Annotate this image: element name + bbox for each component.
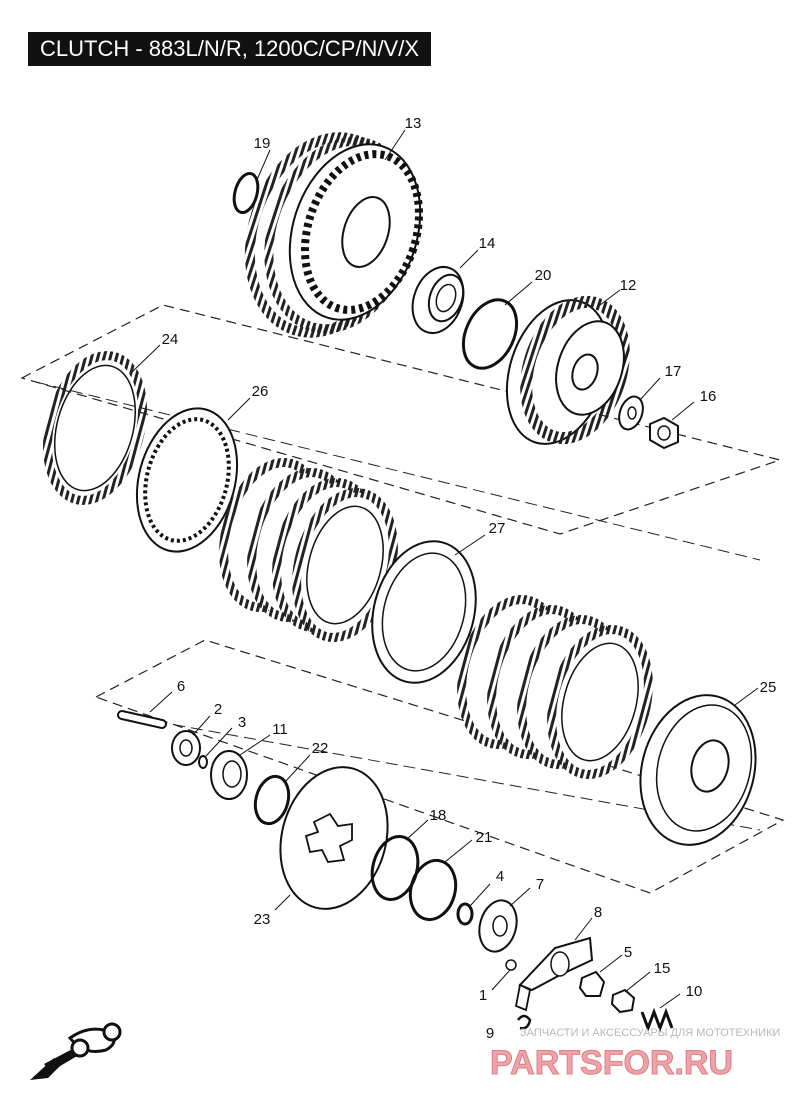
callout-26: 26	[252, 383, 269, 400]
callout-18: 18	[430, 807, 447, 824]
part-21-ring	[408, 858, 458, 922]
callout-20: 20	[535, 267, 552, 284]
center-axis-line	[35, 381, 761, 561]
part-26-steel-plate	[135, 407, 239, 553]
callout-11: 11	[272, 721, 288, 738]
leader-lines	[131, 129, 759, 1009]
callout-9: 9	[486, 1025, 494, 1042]
callout-16: 16	[700, 388, 717, 405]
part-14-bearing	[411, 266, 465, 334]
callout-23: 23	[254, 911, 271, 928]
callout-2: 2	[214, 701, 222, 718]
callout-6: 6	[177, 678, 185, 695]
part-15-nut	[610, 988, 636, 1014]
callout-14: 14	[479, 235, 496, 252]
part-17-washer	[618, 395, 644, 431]
part-2-release-bearing	[171, 730, 201, 766]
callout-labels: 19 13 14 20 12 17 16 24 26 27 6 2 3 11 2…	[162, 115, 777, 1042]
part-13-clutch-shell	[244, 132, 423, 338]
plate-stack-lower	[457, 595, 653, 779]
callout-1: 1	[479, 987, 487, 1004]
part-22-retaining-ring	[253, 774, 291, 826]
callout-12: 12	[620, 277, 637, 294]
callout-3: 3	[238, 714, 246, 731]
callout-10: 10	[686, 983, 703, 1000]
part-23-diaphragm-spring	[279, 766, 389, 910]
callout-22: 22	[312, 740, 329, 757]
callout-21: 21	[476, 829, 493, 846]
watermark: ЗАПЧАСТИ И АКСЕССУАРЫ ДЛЯ МОТОТЕХНИКИ PA…	[490, 1027, 781, 1083]
callout-5: 5	[624, 944, 632, 961]
part-5-fitting	[578, 970, 606, 997]
plate-stack-upper	[219, 458, 398, 642]
part-4-o-ring	[456, 902, 474, 926]
upper-dashed-group-outline	[20, 304, 783, 535]
callout-4: 4	[496, 868, 504, 885]
callout-17: 17	[665, 363, 682, 380]
part-16-hub-nut	[649, 416, 679, 450]
part-12-clutch-hub	[505, 295, 630, 445]
callout-19: 19	[254, 135, 271, 152]
part-20-snap-ring	[461, 298, 519, 370]
callout-8: 8	[594, 904, 602, 921]
part-3-retaining-ring	[198, 755, 208, 769]
part-24-friction-plate	[43, 351, 147, 505]
callout-15: 15	[654, 960, 671, 977]
part-25-pressure-plate	[639, 694, 757, 846]
motorcycle-direction-icon	[30, 1022, 122, 1080]
callout-27: 27	[489, 520, 506, 537]
part-1-ball	[505, 959, 517, 971]
callout-25: 25	[760, 679, 777, 696]
callout-13: 13	[405, 115, 422, 132]
part-19-retaining-ring	[232, 171, 260, 215]
callout-7: 7	[536, 876, 544, 893]
part-10-spring	[640, 1007, 674, 1033]
part-8-ramp-coupling	[514, 936, 594, 1012]
part-7-ramp	[478, 899, 518, 953]
callout-24: 24	[162, 331, 179, 348]
watermark-caption: ЗАПЧАСТИ И АКСЕССУАРЫ ДЛЯ МОТОТЕХНИКИ	[520, 1027, 780, 1039]
part-11-adjuster-plate	[210, 750, 248, 800]
lower-dashed-group-outline	[94, 639, 785, 894]
watermark-brand: PARTSFOR.RU	[490, 1044, 733, 1082]
page-title: CLUTCH - 883L/N/R, 1200C/CP/N/V/X	[28, 32, 432, 66]
part-6-adjusting-screw	[117, 710, 167, 729]
part-27-spring-plate	[371, 540, 477, 684]
part-9-clip	[517, 1014, 532, 1030]
